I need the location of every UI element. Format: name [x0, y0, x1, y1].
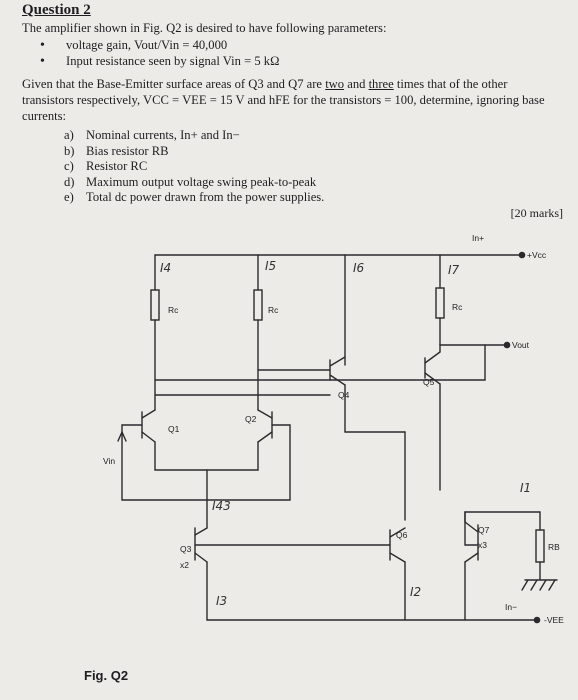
handwritten-i6: I6	[353, 261, 365, 275]
sub-question-label: c)	[64, 159, 74, 174]
parameter-list: voltage gain, Vout/Vin = 40,000 Input re…	[40, 38, 279, 69]
given-text-post: times that of the other transistors resp…	[22, 77, 545, 123]
figure-caption: Fig. Q2	[84, 668, 129, 683]
given-three: three	[368, 77, 394, 91]
rc-label-right: Rc	[268, 305, 279, 315]
q1-emitter-leg	[141, 431, 156, 443]
vout-label: Vout	[512, 340, 530, 350]
q7-label: Q7	[478, 525, 490, 535]
rc-resistor-left	[150, 289, 160, 321]
parameter-item: Input resistance seen by signal Vin = 5 …	[40, 54, 279, 70]
vcc-terminal	[518, 251, 526, 259]
given-paragraph: Given that the Base-Emitter surface area…	[22, 76, 562, 124]
q1-label: Q1	[168, 424, 180, 434]
q2-label: Q2	[245, 414, 257, 424]
vee-label: -VEE	[544, 615, 564, 625]
q7-collector-leg	[464, 521, 479, 533]
q7-multiplier: x3	[478, 540, 487, 550]
in-plus-label: In+	[472, 233, 484, 243]
q4-emitter-leg	[329, 374, 346, 386]
rc-label-left: Rc	[168, 305, 179, 315]
rc-label-q5: Rc	[452, 302, 463, 312]
sub-question-item: e) Total dc power drawn from the power su…	[64, 190, 324, 206]
vin-label: Vin	[103, 456, 115, 466]
q7-diode-wire	[464, 511, 479, 546]
ground-hatch	[530, 579, 538, 591]
q7-emitter-leg	[464, 552, 479, 563]
q2-base-feedback-wire	[121, 424, 291, 501]
interstage-wire-top	[154, 344, 486, 381]
given-two: two	[325, 77, 345, 91]
rc-resistor-q5	[435, 287, 445, 319]
q6-collector-leg	[389, 527, 406, 538]
vee-terminal	[533, 616, 541, 624]
q2-emitter-leg	[257, 431, 273, 443]
q4-label: Q4	[338, 390, 350, 400]
sub-question-label: b)	[64, 143, 75, 158]
sub-question-text: Bias resistor RB	[86, 143, 169, 158]
ground-hatch	[521, 579, 529, 591]
sub-question-item: b) Bias resistor RB	[64, 144, 324, 160]
sub-question-list: a) Nominal currents, In+ and In− b) Bias r…	[64, 128, 324, 206]
rc-resistor-right	[253, 289, 263, 321]
rb-label: RB	[548, 542, 560, 552]
q3-collector-leg	[194, 527, 208, 536]
sub-question-text: Total dc power drawn from the power supp…	[86, 190, 325, 205]
q2-collector-leg	[257, 409, 273, 419]
sub-question-item: a) Nominal currents, In+ and In−	[64, 128, 324, 144]
vin-wire	[121, 424, 143, 501]
marks-label: [20 marks]	[510, 206, 563, 220]
sub-question-text: Nominal currents, In+ and In−	[86, 128, 240, 142]
q6-label: Q6	[396, 530, 408, 540]
q5-collector-leg	[424, 351, 441, 364]
question-title: Question 2	[22, 2, 91, 18]
q1-collector-leg	[141, 409, 156, 419]
q4-collector-leg	[329, 356, 346, 367]
q5-emitter-leg	[424, 372, 441, 385]
q7-collector-rb-wire	[464, 511, 541, 531]
q3-emitter-leg	[194, 552, 208, 563]
handwritten-i7: I7	[448, 263, 460, 277]
sub-question-item: d) Maximum output voltage swing peak-to-p…	[64, 175, 324, 191]
handwritten-i3: I3	[216, 594, 227, 608]
q6-emitter-leg	[389, 552, 406, 563]
sub-question-item: c) Resistor RC	[64, 159, 324, 175]
sub-question-text: Resistor RC	[86, 159, 148, 174]
sub-question-label: d)	[64, 174, 75, 189]
handwritten-i43: I43	[212, 499, 231, 513]
vcc-label: +Vcc	[527, 250, 547, 260]
ground-hatch	[548, 579, 556, 591]
sub-question-text: Maximum output voltage swing peak-to-pea…	[86, 174, 317, 189]
handwritten-i2: I2	[410, 585, 421, 599]
rb-resistor	[535, 529, 545, 563]
q3-multiplier: x2	[180, 560, 189, 570]
question-intro: The amplifier shown in Fig. Q2 is desire…	[22, 21, 387, 35]
given-text-mid: and	[344, 77, 369, 91]
parameter-item: voltage gain, Vout/Vin = 40,000	[40, 38, 279, 54]
in-minus-label: In−	[505, 602, 517, 612]
sub-question-label: e)	[64, 190, 74, 205]
handwritten-i5: I5	[265, 259, 276, 273]
q5-label: Q5	[423, 377, 435, 387]
q3-label: Q3	[180, 544, 192, 554]
handwritten-i4: I4	[160, 261, 171, 275]
vout-terminal	[503, 341, 511, 349]
handwritten-i1: I1	[520, 481, 531, 495]
given-text-pre: Given that the Base-Emitter surface area…	[22, 77, 326, 91]
vin-arrow	[117, 430, 127, 442]
sub-question-label: a)	[64, 128, 74, 142]
ground-hatch	[539, 579, 547, 591]
diff-pair-tail-wire	[154, 441, 259, 471]
